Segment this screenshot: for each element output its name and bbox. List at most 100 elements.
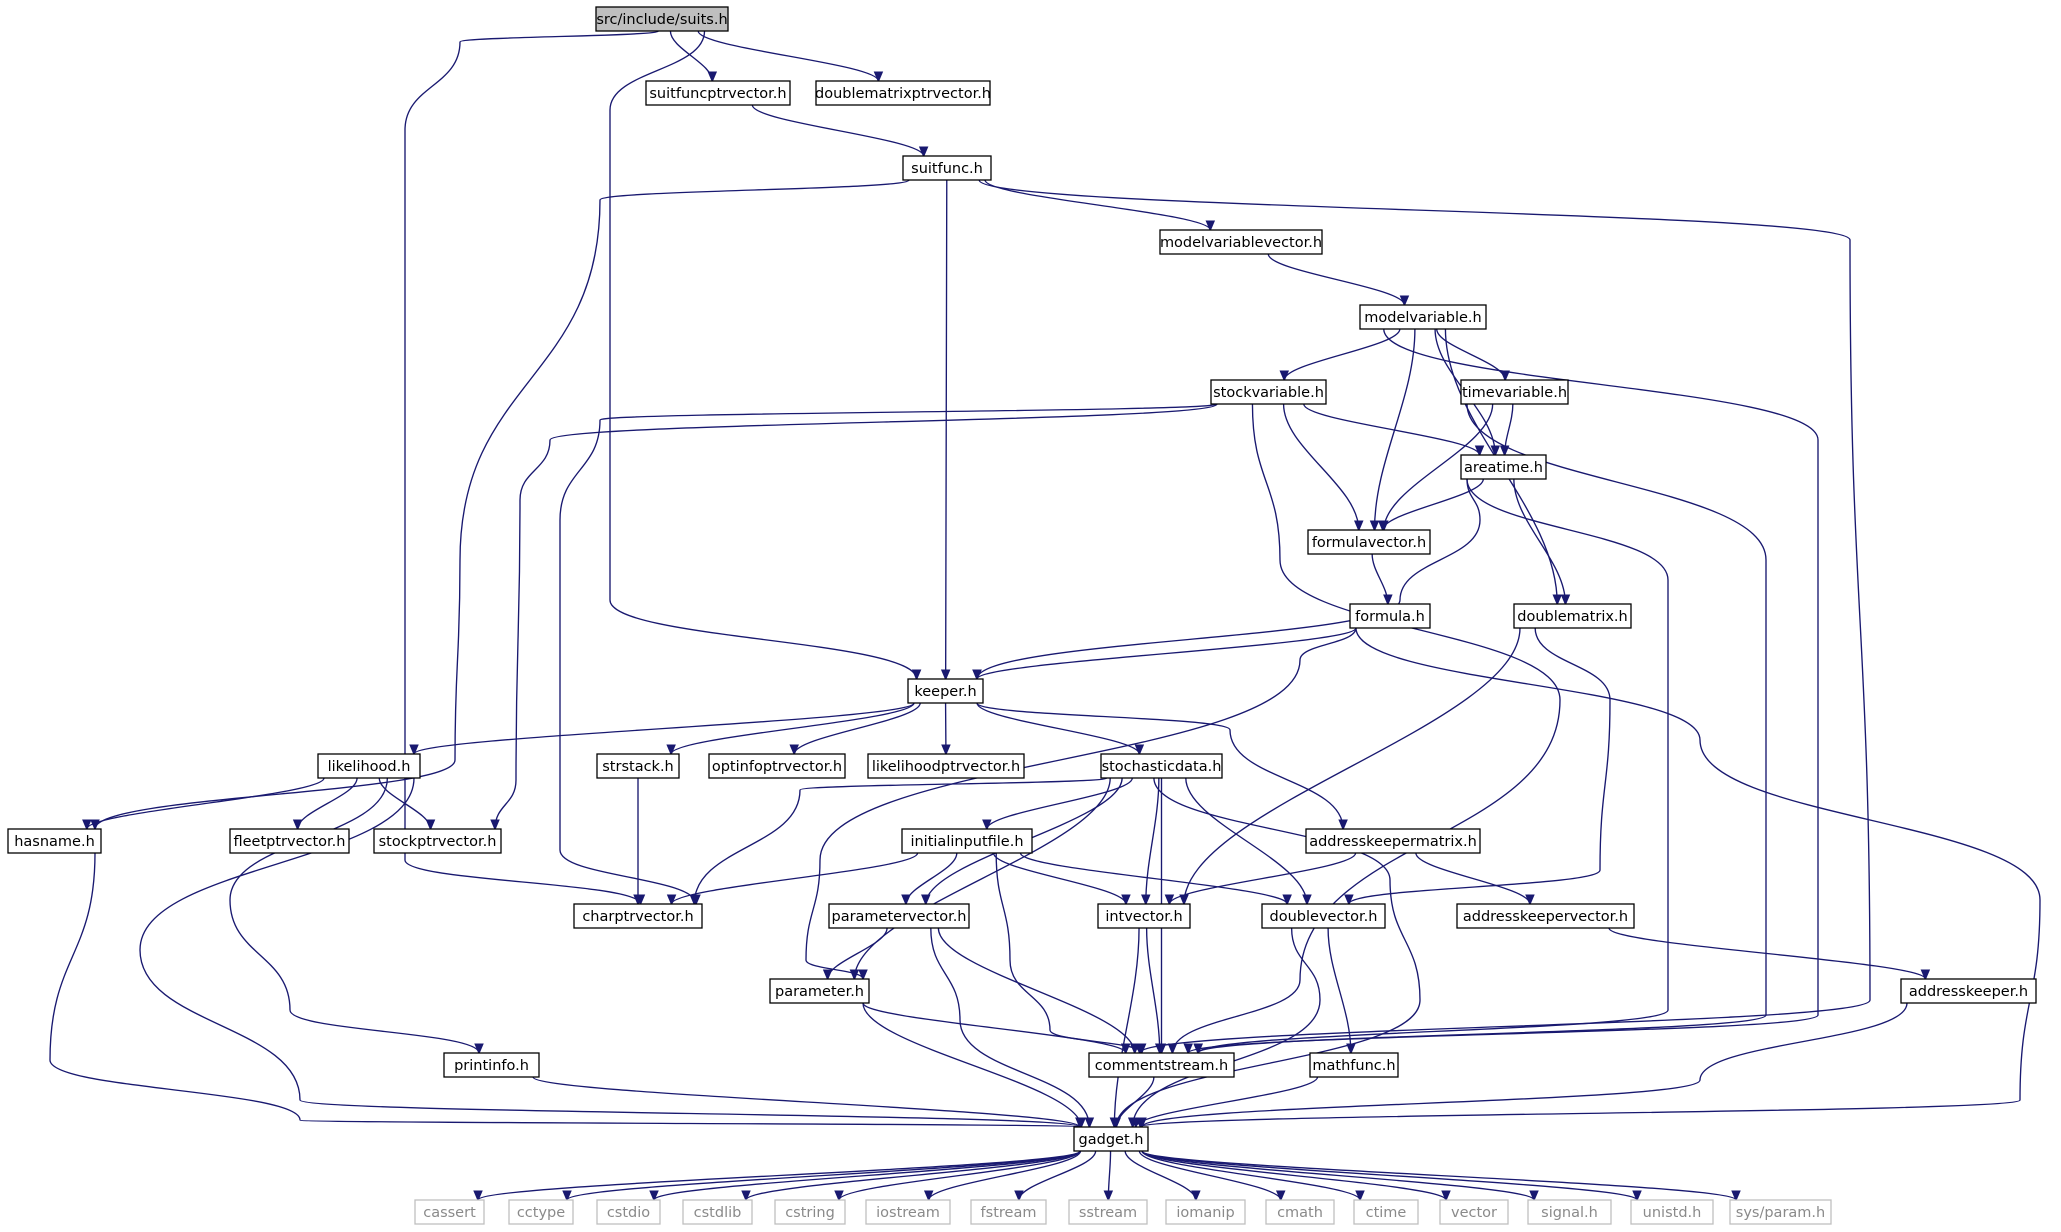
node-parameter[interactable]: parameter.h [769,978,870,1004]
node-label: modelvariablevector.h [1160,235,1322,251]
node-label: fstream [981,1205,1037,1221]
edge-hasname-to-gadget [49,852,1080,1127]
node-hasname[interactable]: hasname.h [7,828,102,854]
node-label: parametervector.h [831,909,966,925]
node-label: mathfunc.h [1312,1058,1395,1074]
node-stochasticdata[interactable]: stochasticdata.h [1100,753,1223,779]
node-charptrvector[interactable]: charptrvector.h [573,903,703,929]
edge-suitfunc-to-modelvariablevector [984,179,1210,230]
edge-stockvariable-to-commentstream [1172,403,1561,1053]
node-label: iostream [876,1205,940,1221]
node-label: cstdio [607,1205,650,1221]
node-box [596,753,680,779]
node-label: strstack.h [602,759,674,775]
node-label: addresskeeper.h [1909,984,2028,1000]
edge-parametervector-to-parameter [828,927,888,979]
node-likelihood[interactable]: likelihood.h [317,753,421,779]
edge-gadget-to-cctype [567,1150,1081,1200]
node-suitfunc[interactable]: suitfunc.h [902,155,992,181]
edge-intvector-to-commentstream [1145,927,1160,1053]
node-label: gadget.h [1079,1132,1144,1148]
node-doublematrix[interactable]: doublematrix.h [1513,603,1632,629]
edge-suitfunc-to-commentstream [978,179,1871,1053]
edge-gadget-to-sstream [1108,1150,1110,1200]
node-cctype: cctype [508,1199,574,1225]
node-modelvariable[interactable]: modelvariable.h [1359,304,1487,330]
edges-layer [49,30,2041,1201]
edge-keeper-to-likelihood [414,702,915,754]
edge-printinfo-to-gadget [532,1076,1080,1127]
node-suitfuncptrvector[interactable]: suitfuncptrvector.h [645,80,791,106]
node-intvector[interactable]: intvector.h [1097,903,1191,929]
edge-addresskeepermatrix-to-addresskeepervector [1415,852,1530,904]
node-box [1456,903,1635,929]
node-label: timevariable.h [1462,385,1567,401]
node-box [7,828,102,854]
node-strstack[interactable]: strstack.h [596,753,680,779]
node-box [1307,529,1431,555]
node-timevariable[interactable]: timevariable.h [1460,379,1569,405]
node-box [373,828,502,854]
node-addresskeeper[interactable]: addresskeeper.h [1900,978,2037,1004]
node-optinfoptrvector[interactable]: optinfoptrvector.h [708,753,846,779]
node-printinfo[interactable]: printinfo.h [443,1052,540,1078]
node-fstream: fstream [970,1199,1047,1225]
node-unistd: unistd.h [1630,1199,1714,1225]
node-box [1359,304,1487,330]
node-iostream: iostream [865,1199,951,1225]
edge-stochasticdata-to-initialinputfile [987,777,1133,829]
node-cstring: cstring [774,1199,846,1225]
edge-gadget-to-signal [1141,1150,1534,1201]
edge-suitfunc-to-hasname [95,179,910,829]
edge-gadget-to-sysparam [1141,1150,1736,1200]
node-suits[interactable]: src/include/suits.h [595,6,729,32]
node-doublematrixptrvector[interactable]: doublematrixptrvector.h [815,80,991,106]
node-parametervector[interactable]: parametervector.h [828,903,970,929]
node-iomanip: iomanip [1165,1199,1246,1225]
edge-gadget-to-cstring [839,1150,1081,1201]
node-gadget[interactable]: gadget.h [1073,1126,1149,1152]
node-box [1349,603,1431,629]
edge-suits-to-charptrvector [404,30,660,904]
node-addresskeepermatrix[interactable]: addresskeepermatrix.h [1305,828,1481,854]
edge-stochasticdata-to-charptrvector [694,777,1108,904]
node-label: addresskeepermatrix.h [1309,834,1477,850]
edge-addresskeepervector-to-addresskeeper [1608,927,1925,980]
node-label: fleetptrvector.h [234,834,346,850]
edge-stockvariable-to-formulavector [1282,403,1359,530]
node-box [1630,1199,1714,1225]
node-box [815,80,991,106]
node-stockptrvector[interactable]: stockptrvector.h [373,828,502,854]
edge-formulavector-to-formula [1371,553,1388,604]
node-doublevector[interactable]: doublevector.h [1261,903,1386,929]
node-commentstream[interactable]: commentstream.h [1088,1052,1235,1078]
node-initialinputfile[interactable]: initialinputfile.h [901,828,1033,854]
node-box [865,1199,951,1225]
edge-likelihood-to-printinfo [229,777,479,1053]
node-label: iomanip [1176,1205,1234,1221]
node-formulavector[interactable]: formulavector.h [1307,529,1431,555]
node-addresskeepervector[interactable]: addresskeepervector.h [1456,903,1635,929]
edge-gadget-to-iostream [929,1150,1082,1200]
node-box [573,903,703,929]
node-box [1513,603,1632,629]
node-formula[interactable]: formula.h [1349,603,1431,629]
edge-stochasticdata-to-intvector [1146,777,1160,904]
node-box [1729,1199,1832,1225]
node-signal: signal.h [1527,1199,1612,1225]
node-keeper[interactable]: keeper.h [907,678,984,704]
node-modelvariablevector[interactable]: modelvariablevector.h [1159,229,1323,255]
node-stockvariable[interactable]: stockvariable.h [1210,379,1327,405]
node-mathfunc[interactable]: mathfunc.h [1309,1052,1399,1078]
edge-formula-to-parameter [805,627,1357,979]
node-likelihoodptrvector[interactable]: likelihoodptrvector.h [867,753,1025,779]
node-label: formulavector.h [1312,535,1426,551]
node-areatime[interactable]: areatime.h [1460,454,1547,480]
edge-parameter-to-commentstream [862,1002,1126,1054]
edge-doublematrix-to-doublevector [1349,627,1611,905]
node-box [1210,379,1327,405]
edge-stochasticdata-to-doublevector [1185,777,1307,904]
node-label: doublematrixptrvector.h [815,86,991,102]
node-fleetptrvector[interactable]: fleetptrvector.h [229,828,350,854]
